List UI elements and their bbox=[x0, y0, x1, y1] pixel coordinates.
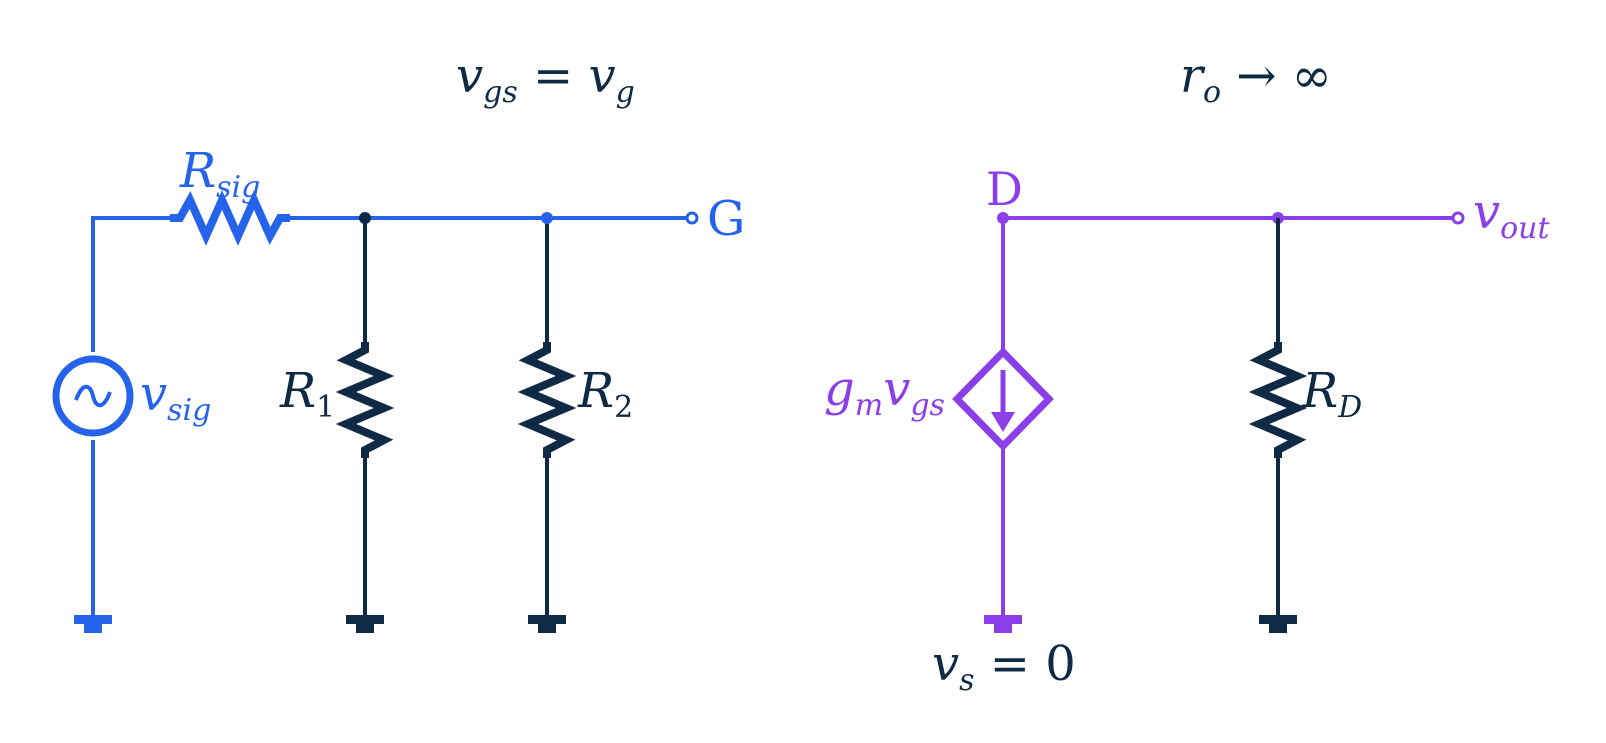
ground-icon bbox=[1259, 615, 1297, 633]
r2-junction-dot bbox=[541, 212, 553, 224]
input-network: Rsig vsig G bbox=[52, 143, 745, 633]
vout-label: vout bbox=[1473, 184, 1551, 246]
gm-vgs-label: gmvgs bbox=[824, 361, 945, 423]
equation-ro-infinity: ro → ∞ bbox=[1180, 48, 1332, 110]
rsig-resistor-icon bbox=[170, 190, 290, 246]
ground-icon bbox=[346, 615, 384, 633]
r1-junction-dot bbox=[359, 212, 371, 224]
ground-icon bbox=[74, 615, 112, 633]
vs-equals-zero-label: vs = 0 bbox=[932, 636, 1076, 698]
r2-label: R2 bbox=[577, 363, 633, 425]
ground-icon bbox=[528, 615, 566, 633]
r2-resistor-icon bbox=[517, 342, 577, 458]
vsig-label: vsig bbox=[140, 366, 211, 428]
rsig-label: Rsig bbox=[179, 143, 260, 205]
dependent-current-source-icon bbox=[952, 346, 1054, 452]
equation-vgs-equals-vg: vgs = vg bbox=[456, 48, 635, 110]
rd-label: RD bbox=[1301, 363, 1362, 425]
rd-resistor-icon bbox=[1248, 342, 1308, 458]
gate-open-terminal-icon bbox=[685, 211, 699, 225]
gate-label: G bbox=[707, 191, 745, 247]
drain-label: D bbox=[986, 162, 1023, 216]
r1-resistor-icon bbox=[335, 342, 395, 458]
source-top-wire bbox=[91, 216, 170, 352]
bias-network: R1 R2 bbox=[279, 212, 633, 633]
ac-voltage-source-icon bbox=[52, 355, 134, 437]
ground-icon bbox=[984, 615, 1022, 633]
output-network: D vout gmvgs RD vs = 0 bbox=[824, 162, 1551, 698]
r1-label: R1 bbox=[279, 363, 335, 425]
vout-open-terminal-icon bbox=[1451, 211, 1465, 225]
